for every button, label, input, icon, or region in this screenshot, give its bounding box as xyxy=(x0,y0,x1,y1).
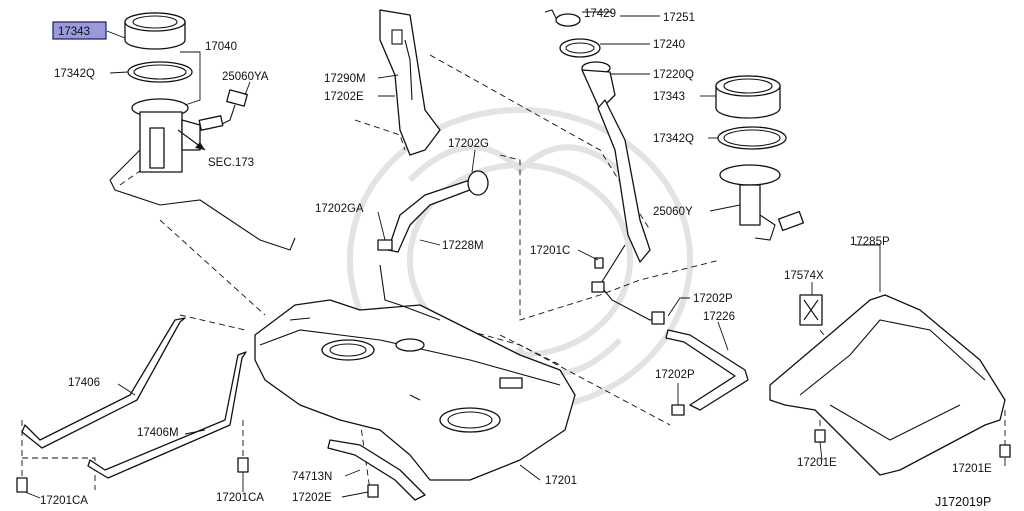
label-17290m[interactable]: 17290M xyxy=(324,73,366,85)
label-17228m[interactable]: 17228M xyxy=(442,240,484,252)
hose-clip[interactable] xyxy=(377,239,393,251)
label-17201c[interactable]: 17201C xyxy=(530,245,570,257)
part-labels: 17343 17040 17342Q 25060YA SEC.173 17290… xyxy=(40,8,992,507)
breather-hose[interactable] xyxy=(387,170,489,253)
label-17201[interactable]: 17201 xyxy=(545,475,577,487)
level-sensor-right[interactable] xyxy=(719,164,805,241)
label-17574x[interactable]: 17574X xyxy=(784,270,824,282)
strap-bolt-left[interactable] xyxy=(16,477,28,493)
heat-shield[interactable] xyxy=(769,294,1006,476)
label-17201e-right[interactable]: 17201E xyxy=(952,463,992,475)
label-17226[interactable]: 17226 xyxy=(703,311,735,323)
protector-bolt[interactable] xyxy=(367,484,379,498)
pump-lock-ring-right[interactable] xyxy=(715,75,781,119)
label-17201e-left[interactable]: 17201E xyxy=(797,457,837,469)
shield-bolt-left[interactable] xyxy=(814,429,826,443)
strap-bolt-right[interactable] xyxy=(237,457,249,473)
filler-bracket[interactable] xyxy=(379,9,441,156)
pump-gasket-right[interactable] xyxy=(717,126,787,150)
shield-bolt-right[interactable] xyxy=(999,444,1011,458)
label-25060ya[interactable]: 25060YA xyxy=(222,71,269,83)
label-17201ca-right[interactable]: 17201CA xyxy=(216,492,264,504)
tank-strap-front[interactable] xyxy=(21,317,186,449)
label-17201ca-left[interactable]: 17201CA xyxy=(40,495,88,507)
label-17220q[interactable]: 17220Q xyxy=(653,69,694,81)
fuel-pump-assembly[interactable] xyxy=(109,98,296,251)
label-17342q-left[interactable]: 17342Q xyxy=(54,68,95,80)
label-17343-left[interactable]: 17343 xyxy=(58,26,90,38)
filler-seal[interactable] xyxy=(559,38,601,58)
label-17202g[interactable]: 17202G xyxy=(448,138,489,150)
label-17429[interactable]: 17429 xyxy=(584,8,616,20)
label-17251[interactable]: 17251 xyxy=(663,12,695,24)
tank-protector[interactable] xyxy=(327,439,426,501)
pump-lock-ring-left[interactable] xyxy=(124,12,186,50)
highlight-box xyxy=(52,21,107,40)
heat-shield-clip[interactable] xyxy=(799,294,823,326)
leader-lines xyxy=(24,11,1006,499)
pump-gasket-left[interactable] xyxy=(127,61,193,83)
fuel-tank[interactable] xyxy=(254,264,576,481)
filler-bolt[interactable] xyxy=(594,257,604,269)
label-17040[interactable]: 17040 xyxy=(205,41,237,53)
tank-strap-rear[interactable] xyxy=(87,351,247,479)
filler-cap[interactable] xyxy=(544,9,581,27)
label-17285p[interactable]: 17285P xyxy=(850,236,890,248)
diagram-reference-code: J172019P xyxy=(935,495,991,509)
label-17343-right[interactable]: 17343 xyxy=(653,91,685,103)
sec173-arrow xyxy=(177,129,206,151)
label-25060y[interactable]: 25060Y xyxy=(653,206,693,218)
label-17406m[interactable]: 17406M xyxy=(137,427,179,439)
label-17202p-bottom[interactable]: 17202P xyxy=(655,369,695,381)
filler-neck[interactable] xyxy=(581,61,665,325)
label-74713n[interactable]: 74713N xyxy=(292,471,332,483)
label-17406[interactable]: 17406 xyxy=(68,377,100,389)
level-sensor-left[interactable] xyxy=(198,89,248,131)
label-17202e-top[interactable]: 17202E xyxy=(324,91,364,103)
label-17202p-top[interactable]: 17202P xyxy=(693,293,733,305)
label-17342q-right[interactable]: 17342Q xyxy=(653,133,694,145)
label-17202ga[interactable]: 17202GA xyxy=(315,203,364,215)
label-17240[interactable]: 17240 xyxy=(653,39,685,51)
label-17202e-bottom[interactable]: 17202E xyxy=(292,492,332,504)
label-sec173[interactable]: SEC.173 xyxy=(208,157,254,169)
